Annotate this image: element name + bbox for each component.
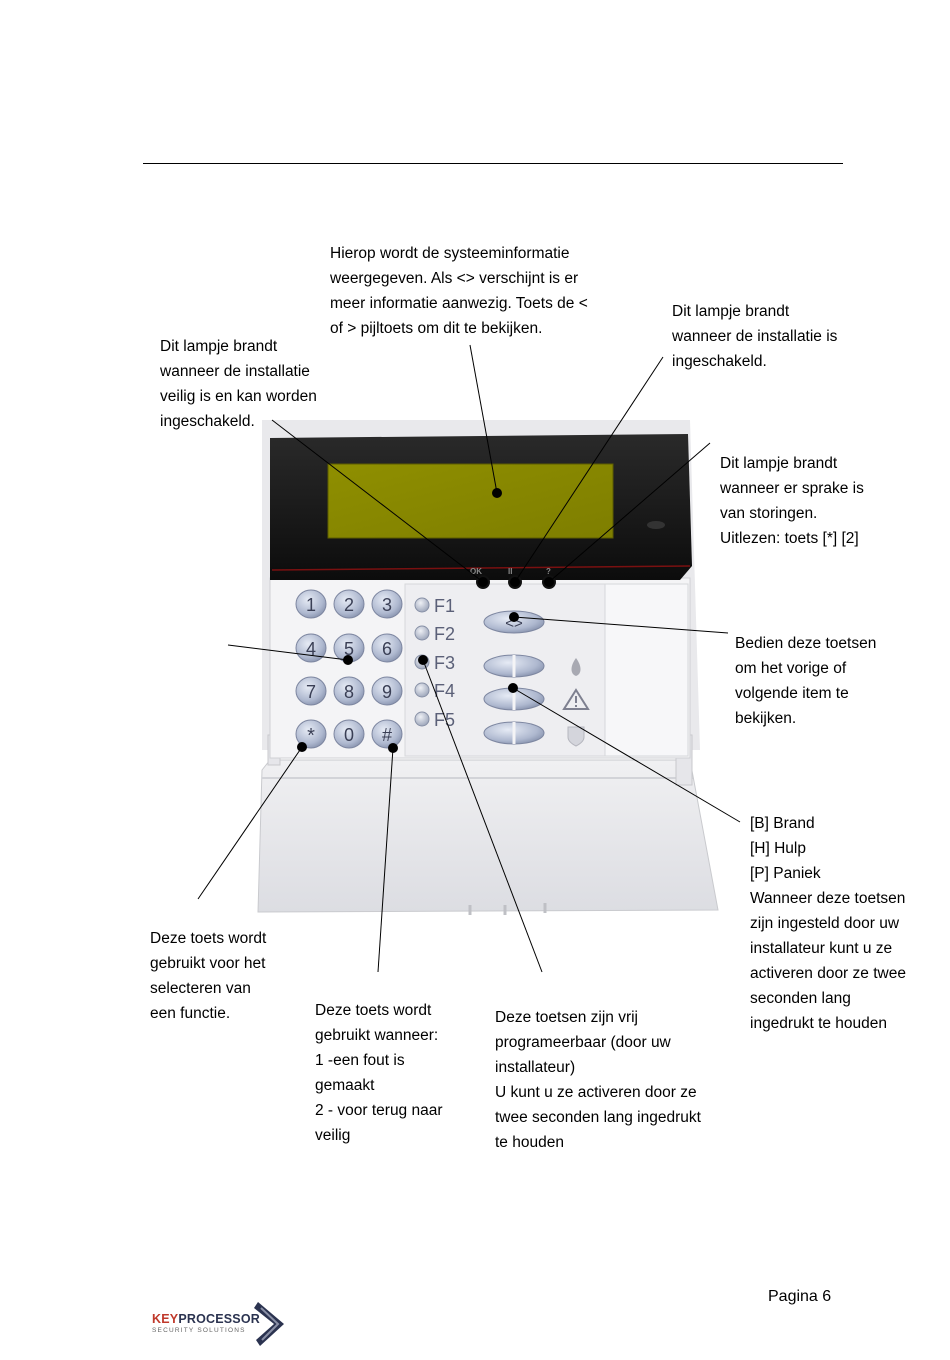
lcd-display — [327, 463, 614, 539]
key-8[interactable]: 8 — [333, 676, 365, 706]
led-label-armed: II — [508, 567, 512, 576]
shield-icon — [567, 726, 585, 747]
warning-icon — [562, 688, 590, 710]
key-3[interactable]: 3 — [371, 589, 403, 619]
logo-processor-text: PROCESSOR — [178, 1312, 260, 1326]
key-7-label: 7 — [306, 682, 316, 702]
bezel-sensor — [647, 521, 665, 529]
key-0[interactable]: 0 — [333, 719, 365, 749]
key-hash[interactable]: # — [371, 719, 403, 749]
keyprocessor-logo: KEYPROCESSOR SECURITY SOLUTIONS — [148, 1298, 288, 1348]
flame-icon — [571, 658, 581, 676]
logo-arrow-icon — [254, 1302, 284, 1346]
callout-star-key: Deze toets wordt gebruikt voor het selec… — [150, 930, 267, 1022]
callout-trouble-led: Dit lampje brandt wanneer er sprake is v… — [720, 455, 864, 547]
led-label-trouble: ? — [546, 567, 551, 576]
hinged-cover — [257, 759, 719, 913]
function-key-f4[interactable]: F4 — [414, 681, 455, 701]
key-6[interactable]: 6 — [371, 633, 403, 663]
emergency-keys — [483, 654, 545, 745]
callout-emergency-keys: [B] Brand [H] Hulp [P] Paniek Wanneer de… — [750, 815, 906, 1032]
key-6-label: 6 — [382, 639, 392, 659]
key-4[interactable]: 4 — [295, 633, 327, 663]
key-hash-label: # — [382, 725, 392, 745]
function-key-f2[interactable]: F2 — [414, 624, 455, 644]
bezel-accent-line — [271, 565, 691, 571]
key-4-label: 4 — [306, 639, 316, 659]
key-star[interactable]: * — [295, 719, 327, 749]
panic-key[interactable] — [483, 721, 545, 745]
fire-key[interactable] — [483, 654, 545, 678]
function-key-f2-label: F2 — [434, 624, 455, 644]
callout-pointers — [197, 344, 741, 973]
key-5-label: 5 — [344, 639, 354, 659]
header-rule — [143, 163, 843, 164]
key-1[interactable]: 1 — [295, 589, 327, 619]
callout-ready-led: Dit lampje brandt wanneer de installatie… — [160, 338, 317, 430]
callout-function-keys: Deze toetsen zijn vrij programeerbaar (d… — [495, 1009, 701, 1151]
key-3-label: 3 — [382, 595, 392, 615]
key-2[interactable]: 2 — [333, 589, 365, 619]
led-label-ok: OK — [470, 567, 482, 576]
logo-key-text: KEY — [152, 1312, 179, 1326]
function-key-f3-label: F3 — [434, 653, 455, 673]
cover-tabs — [468, 903, 547, 915]
callout-dots — [297, 488, 554, 753]
function-key-f5[interactable]: F5 — [414, 710, 455, 730]
warning-icon-dot — [575, 705, 577, 707]
key-1-label: 1 — [306, 595, 316, 615]
key-2-label: 2 — [344, 595, 354, 615]
logo-wordmark: KEYPROCESSOR — [152, 1312, 260, 1326]
key-8-label: 8 — [344, 682, 354, 702]
logo-tagline: SECURITY SOLUTIONS — [152, 1327, 246, 1334]
key-star-label: * — [307, 725, 315, 747]
key-9-label: 9 — [382, 682, 392, 702]
callout-scroll-keys: Bedien deze toetsen om het vorige of vol… — [735, 635, 877, 727]
key-0-label: 0 — [344, 725, 354, 745]
right-panel — [604, 583, 689, 757]
function-key-f5-label: F5 — [434, 710, 455, 730]
function-key-f1-label: F1 — [434, 596, 455, 616]
callout-display: Hierop wordt de systeeminformatie weerge… — [330, 245, 588, 337]
key-9[interactable]: 9 — [371, 676, 403, 706]
function-key-f1[interactable]: F1 — [414, 596, 455, 616]
page-number: Pagina 6 — [768, 1288, 832, 1305]
numeric-keys: 1 2 3 4 5 6 7 8 9 * 0 # — [295, 589, 403, 749]
warning-icon-bar — [575, 696, 577, 703]
callout-hash-key: Deze toets wordt gebruikt wanneer: 1 -ee… — [315, 1002, 443, 1144]
key-7[interactable]: 7 — [295, 676, 327, 706]
function-key-f4-label: F4 — [434, 681, 455, 701]
callout-armed-led: Dit lampje brandt wanneer de installatie… — [672, 303, 838, 370]
